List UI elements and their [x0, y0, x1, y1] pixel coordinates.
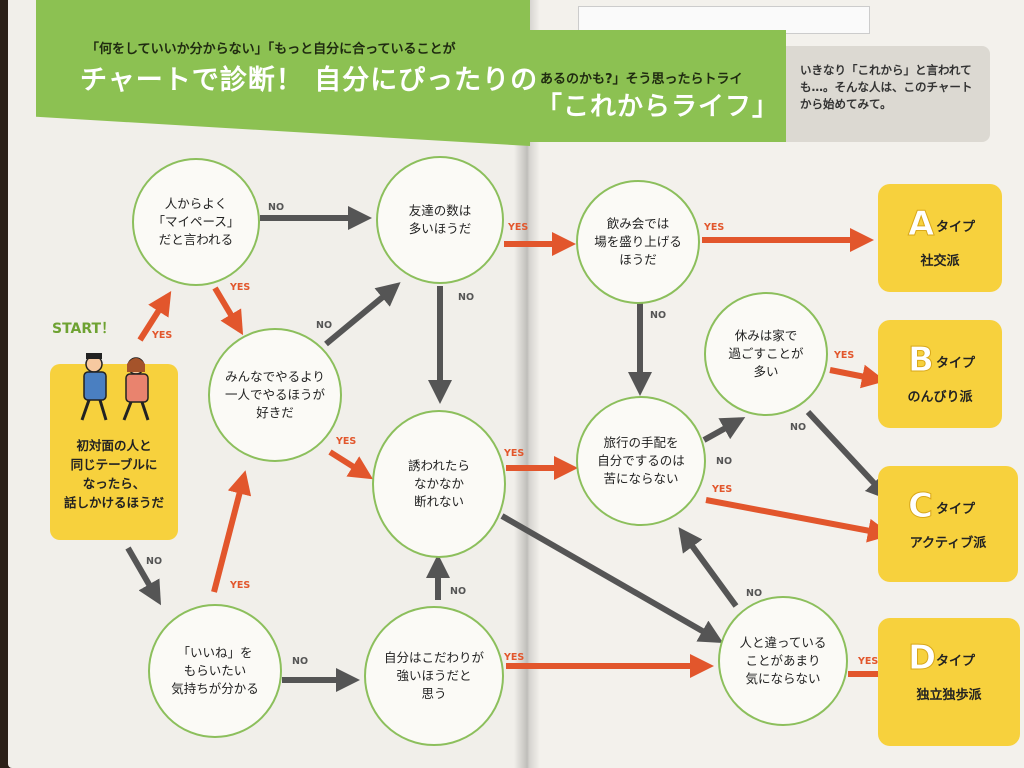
label-yes: YES — [508, 222, 529, 233]
label-yes: YES — [230, 282, 251, 293]
header-note: いきなり「これから」と言われても…。そんな人は、このチャートから始めてみて。 — [800, 63, 973, 111]
arrow-q10-no-q8 — [678, 527, 739, 608]
label-yes: YES — [834, 350, 855, 361]
result-type-d: D タイプ 独立独歩派 — [878, 618, 1020, 746]
arrow-q2-yes-q5 — [328, 449, 374, 480]
question-node: 「いいね」を もらいたい 気持ちが分かる — [148, 604, 282, 738]
question-node: 飲み会では 場を盛り上げる ほうだ — [576, 180, 700, 304]
header-subtitle-right: あるのかも?」そう思ったらトライ — [540, 72, 743, 87]
label-no: NO — [268, 202, 285, 213]
arrow-start-yes-q1 — [137, 290, 172, 342]
type-word: タイプ — [936, 502, 976, 517]
type-word: タイプ — [936, 654, 976, 669]
start-question: 初対面の人と 同じテーブルに なったら、 話しかけるほうだ — [63, 438, 164, 510]
type-name: アクティブ派 — [909, 536, 987, 551]
type-word: タイプ — [936, 220, 976, 235]
arrow-q9-no-typeC — [805, 409, 891, 501]
label-no: NO — [790, 422, 807, 433]
question-node: 友達の数は 多いほうだ — [376, 156, 504, 284]
question-node: 誘われたら なかなか 断れない — [372, 410, 506, 558]
label-yes: YES — [504, 652, 525, 663]
arrow-q9-yes-typeB — [829, 364, 886, 389]
label-yes: YES — [152, 330, 173, 341]
start-label: START！ — [52, 321, 116, 337]
arrow-q3-yes-q2 — [211, 470, 252, 593]
question-node: 旅行の手配を 自分でするのは 苦にならない — [576, 396, 706, 526]
arrow-q1-yes-q2 — [212, 286, 244, 336]
arrow-q2-no-q4 — [324, 282, 401, 347]
label-yes: YES — [504, 448, 525, 459]
label-yes: YES — [230, 580, 251, 591]
arrow-start-no-q3 — [125, 546, 161, 606]
label-yes: YES — [712, 484, 733, 495]
label-no: NO — [146, 556, 163, 567]
label-no: NO — [292, 656, 309, 667]
arrow-q8-no-q9 — [702, 417, 746, 443]
type-name: 社交派 — [920, 254, 960, 269]
header-band-right — [530, 30, 786, 142]
start-box — [50, 364, 178, 540]
label-no: NO — [458, 292, 475, 303]
label-no: NO — [316, 320, 333, 331]
type-letter: D — [907, 638, 937, 679]
question-node: 休みは家で 過ごすことが 多い — [704, 292, 828, 416]
question-node: みんなでやるより 一人でやるほうが 好きだ — [208, 328, 342, 462]
type-word: タイプ — [936, 356, 976, 371]
question-node: 自分はこだわりが 強いほうだと 思う — [364, 606, 504, 746]
note-box — [786, 46, 990, 142]
result-type-a: A タイプ 社交派 — [878, 184, 1002, 292]
label-no: NO — [650, 310, 667, 321]
type-letter: B — [908, 340, 935, 381]
result-type-b: B タイプ のんびり派 — [878, 320, 1002, 428]
header-subtitle-left: 「何をしていいか分からない」「もっと自分に合っていることが — [86, 42, 456, 57]
question-node: 人と違っている ことがあまり 気にならない — [718, 596, 848, 726]
result-type-c: C タイプ アクティブ派 — [878, 466, 1018, 582]
type-name: 独立独歩派 — [916, 688, 982, 703]
arrow-q5-no-q10 — [500, 513, 724, 643]
label-no: NO — [450, 586, 467, 597]
type-name: のんびり派 — [907, 390, 973, 405]
question-node: 人からよく 「マイペース」 だと言われる — [132, 158, 260, 286]
type-letter: A — [907, 204, 935, 245]
label-yes: YES — [336, 436, 357, 447]
header-title-right: 「これからライフ」 — [536, 92, 780, 122]
header-title-left: チャートで診断！ 自分にぴったりの — [80, 65, 539, 96]
label-no: NO — [746, 588, 763, 599]
type-letter: C — [908, 486, 934, 527]
label-yes: YES — [858, 656, 879, 667]
label-yes: YES — [704, 222, 725, 233]
label-no: NO — [716, 456, 733, 467]
arrow-q8-yes-typeC — [705, 497, 892, 543]
header-band-left — [36, 0, 530, 146]
